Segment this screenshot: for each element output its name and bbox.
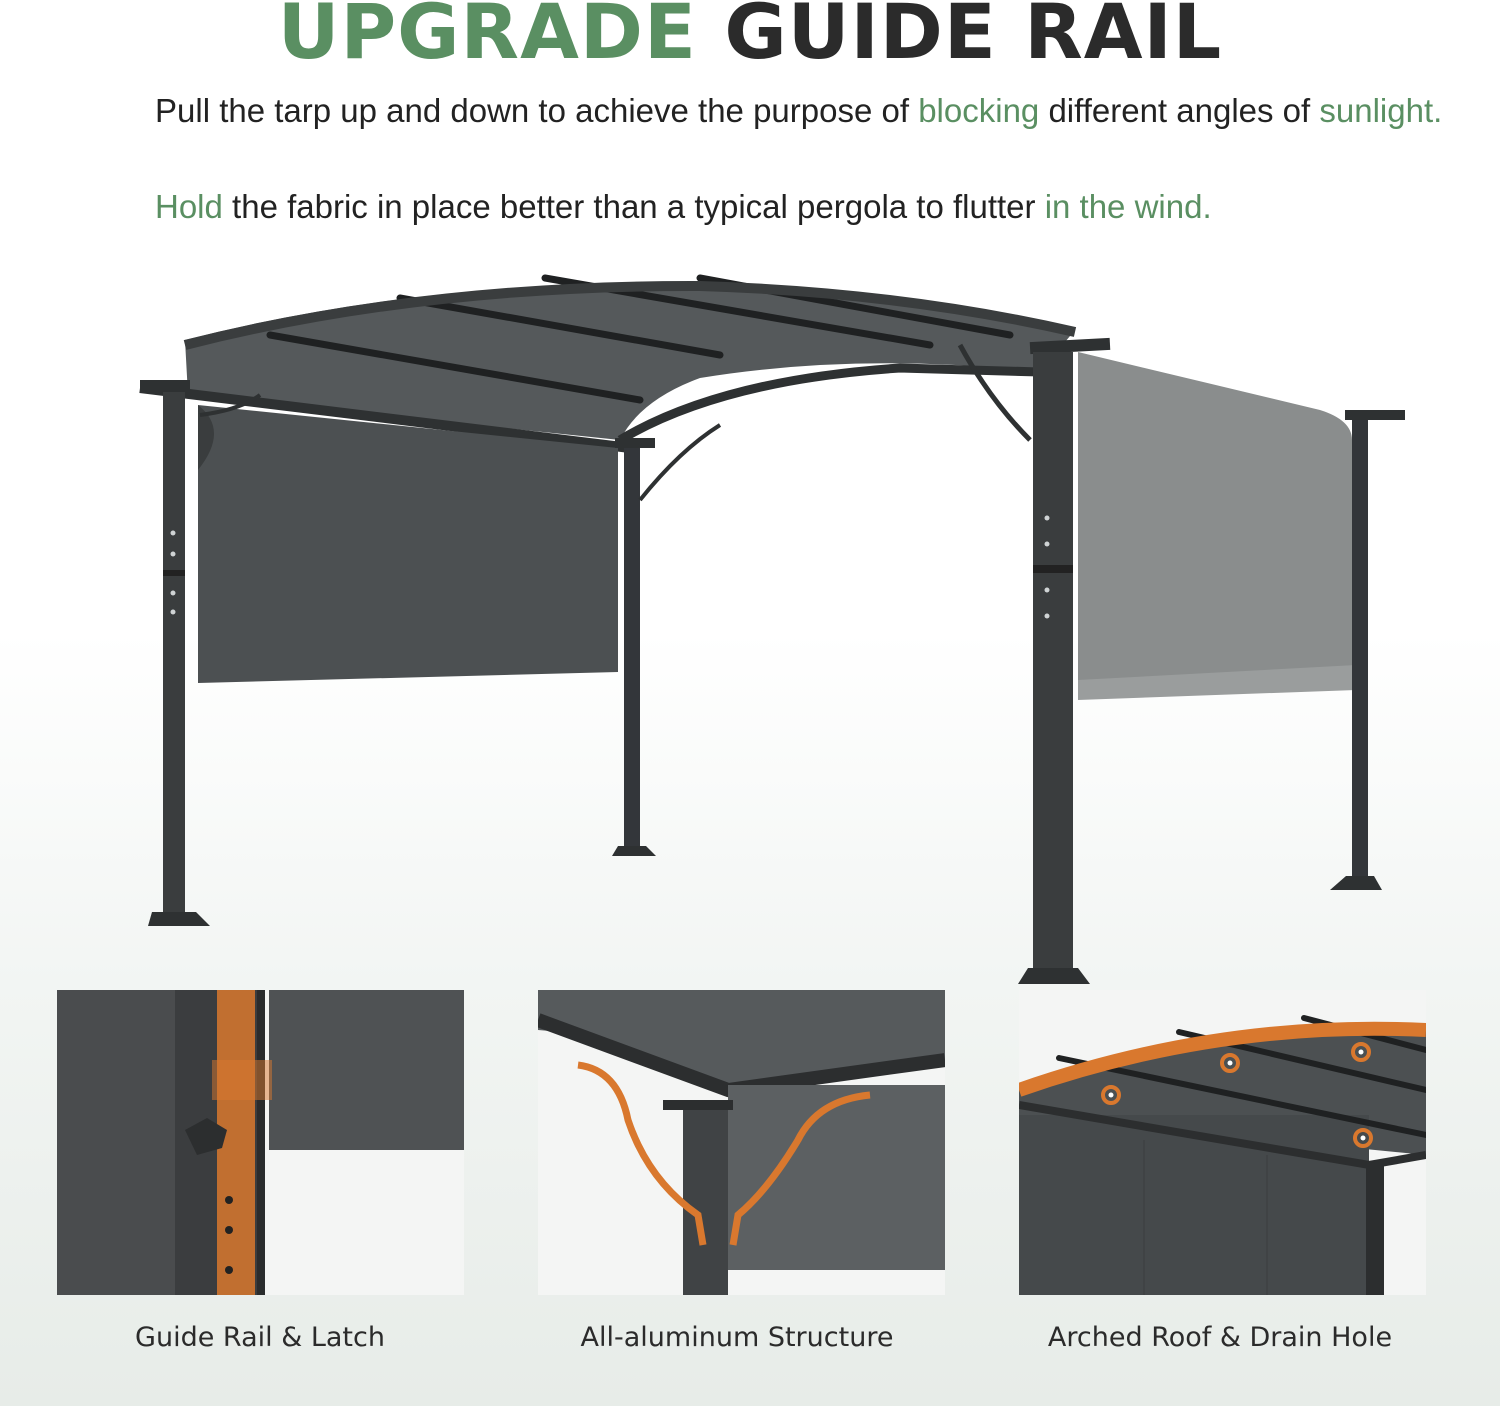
drain-hole-icons <box>1101 1042 1373 1148</box>
pergola-hero-image <box>139 274 1405 984</box>
feature-caption-arched-roof: Arched Roof & Drain Hole <box>1047 1322 1393 1353</box>
highlight-sunlight: sunlight. <box>1319 92 1443 129</box>
headline-accent: UPGRADE <box>277 0 697 76</box>
text: different angles of <box>1039 92 1320 129</box>
text: Pull the tarp up and down to achieve the… <box>155 92 919 129</box>
feature-image-aluminum-structure <box>538 990 945 1295</box>
highlight-in-the-wind: in the wind. <box>1044 188 1212 225</box>
highlight-blocking: blocking <box>918 92 1040 129</box>
feature-caption-guide-rail: Guide Rail & Latch <box>135 1322 385 1353</box>
feature-caption-aluminum: All-aluminum Structure <box>580 1322 894 1353</box>
feature-image-guide-rail <box>57 990 464 1295</box>
description-line-2: Hold the fabric in place better than a t… <box>155 186 1445 228</box>
headline: UPGRADE GUIDE RAIL <box>0 0 1500 72</box>
text: the fabric in place better than a typica… <box>222 188 1045 225</box>
feature-image-arched-roof <box>1019 990 1426 1295</box>
highlight-hold: Hold <box>155 188 223 225</box>
headline-rest: GUIDE RAIL <box>724 0 1223 76</box>
description-line-1: Pull the tarp up and down to achieve the… <box>155 90 1445 132</box>
